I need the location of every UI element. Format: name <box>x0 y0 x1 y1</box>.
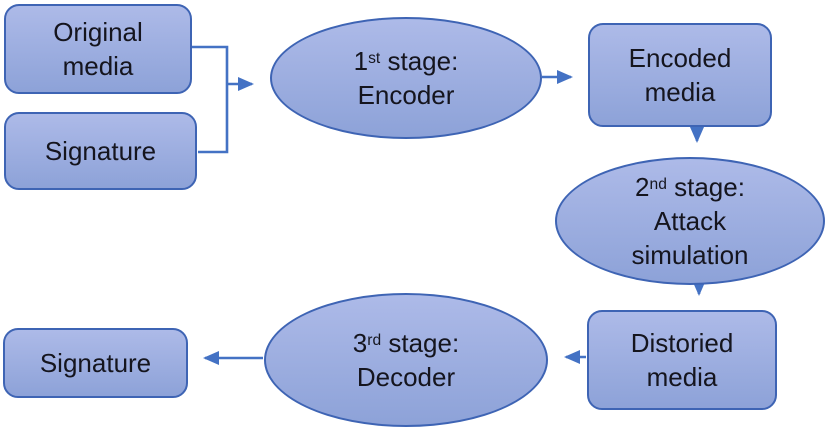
node-label-line: Encoded <box>628 43 732 73</box>
node-signature-input: Signature <box>4 112 197 190</box>
node-distoried-media: Distoried media <box>587 310 777 410</box>
node-encoded-media: Encoded media <box>588 23 772 127</box>
stage-label-line: Encoder <box>357 80 455 110</box>
node-label-line: media <box>62 51 134 81</box>
node-label-line: Distoried <box>630 328 734 358</box>
stage-title: 1st stage: <box>354 44 459 78</box>
stage-number: 2 <box>635 172 650 202</box>
stage-title: 3rd stage: <box>353 326 459 360</box>
connector-merge-bracket <box>192 45 229 154</box>
stage-number: 1 <box>353 46 369 76</box>
node-label-line: media <box>646 362 718 392</box>
node-stage3-decoder: 3rd stage: Decoder <box>264 293 548 427</box>
node-original-media: Original media <box>4 4 192 94</box>
stage-ordinal-suffix: st <box>368 49 381 67</box>
stage-word: stage: <box>381 328 460 358</box>
node-signature-output: Signature <box>3 328 188 398</box>
node-stage2-attack-simulation: 2nd stage: Attack simulation <box>555 157 825 285</box>
node-label-line: Original <box>53 17 143 47</box>
node-label-line: Signature <box>44 136 157 166</box>
node-label-line: Signature <box>39 348 152 378</box>
stage-label-line: simulation <box>631 240 749 270</box>
node-label-line: media <box>644 77 716 107</box>
stage-label-line: Decoder <box>356 362 456 392</box>
stage-ordinal-suffix: nd <box>649 175 667 193</box>
node-stage1-encoder: 1st stage: Encoder <box>270 17 542 139</box>
stage-title: 2nd stage: <box>635 170 745 204</box>
stage-number: 3 <box>352 328 368 358</box>
stage-label-line: Attack <box>653 206 727 236</box>
stage-word: stage: <box>380 46 459 76</box>
stage-ordinal-suffix: rd <box>367 331 382 349</box>
stage-word: stage: <box>666 172 745 202</box>
